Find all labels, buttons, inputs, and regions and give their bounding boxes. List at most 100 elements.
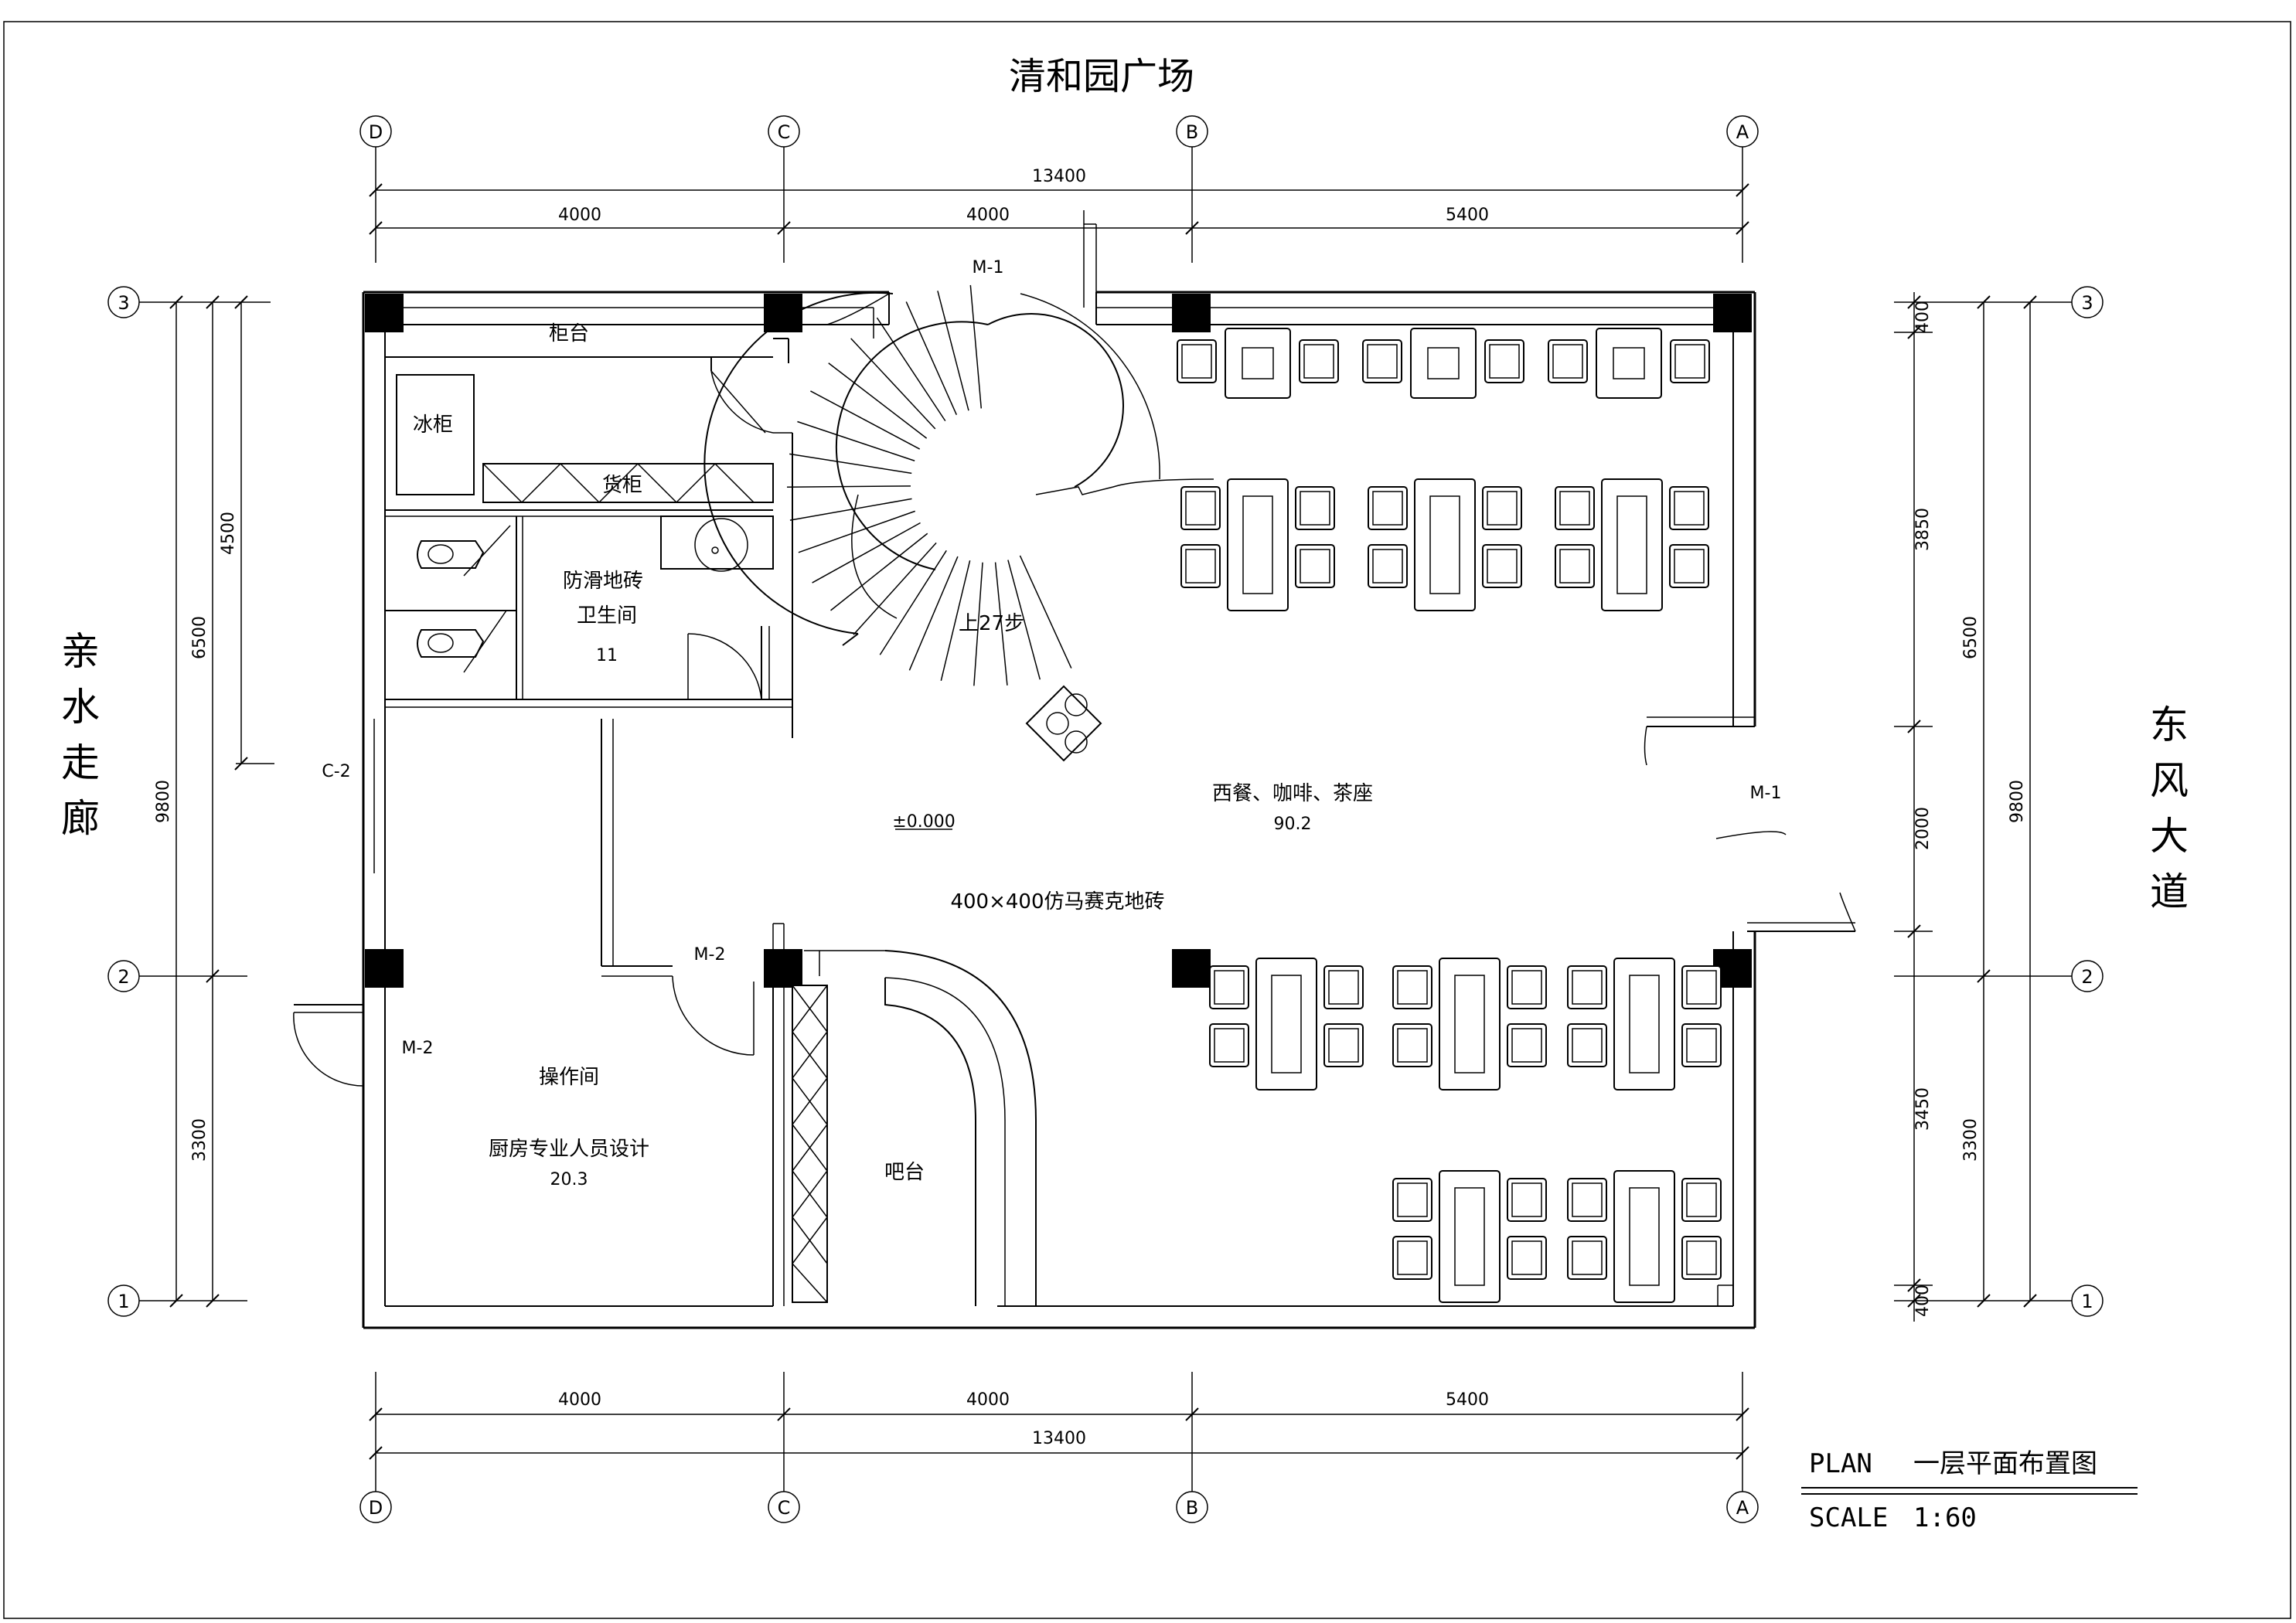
chair (1669, 544, 1709, 588)
long-table-inset (1454, 1187, 1485, 1286)
chair (1681, 1178, 1722, 1222)
chair-seat (1300, 491, 1330, 526)
axis-c-bottom: C (778, 1497, 791, 1519)
chair (1323, 1023, 1364, 1067)
wc-name-label: 卫生间 (577, 604, 637, 628)
chair (1180, 544, 1221, 588)
stair-tread (789, 498, 912, 521)
chair-seat (1559, 491, 1590, 526)
chair (1484, 339, 1524, 383)
square-table (1596, 328, 1662, 399)
chair (1392, 1178, 1432, 1222)
chair (1681, 1236, 1722, 1280)
long-table-inset (1629, 975, 1660, 1073)
dim-right-2000: 2000 (1913, 807, 1933, 850)
dining-name-label: 西餐、咖啡、茶座 (1212, 782, 1373, 805)
chair (1392, 1023, 1432, 1067)
chair (1482, 486, 1522, 530)
stair-tread (1019, 555, 1072, 669)
street-char: 道 (2150, 869, 2189, 914)
street-char: 东 (2150, 703, 2189, 747)
walls (294, 210, 1855, 1329)
top-street-label: 清和园广场 (1009, 55, 1194, 98)
dim-right-3300: 3300 (1961, 1118, 1981, 1162)
level-label: ±0.000 (892, 812, 955, 832)
chair (1567, 1236, 1607, 1280)
stair-tread (850, 338, 936, 430)
long-table (1227, 478, 1289, 611)
chair-seat (1181, 344, 1212, 379)
chair-seat (1511, 1028, 1542, 1063)
axis-b-top: B (1186, 121, 1198, 143)
chair (1507, 1023, 1547, 1067)
axis-bubbles-left: 3 2 1 (107, 286, 271, 1317)
title-plan-label: PLAN (1809, 1448, 1872, 1479)
chair (1323, 965, 1364, 1009)
chair (1295, 544, 1335, 588)
stair-tread (1007, 560, 1041, 680)
street-char: 廊 (61, 796, 100, 841)
chair-seat (1397, 970, 1428, 1005)
square-table (1410, 328, 1477, 399)
stair-tread (905, 301, 958, 415)
chair (1180, 486, 1221, 530)
chair-seat (1397, 1240, 1428, 1275)
dim-left-4500: 4500 (219, 512, 238, 555)
axis-3-left: 3 (118, 292, 129, 314)
long-table-inset (1242, 495, 1273, 594)
chair (1295, 486, 1335, 530)
door-m1-right-label: M-1 (1750, 784, 1782, 803)
axis-bubbles-top: D C B A (359, 115, 1759, 263)
square-table-inset (1613, 347, 1645, 379)
chair (1368, 544, 1408, 588)
window-c2-label: C-2 (322, 762, 350, 781)
square-table-inset (1242, 347, 1274, 379)
axis-bubbles-bottom: D C B A (359, 1372, 1759, 1523)
chair (1482, 544, 1522, 588)
chair-seat (1572, 1182, 1603, 1217)
chair-seat (1674, 344, 1705, 379)
axis-bubbles-right: 3 2 1 (1894, 286, 2104, 1317)
spiral-stair (703, 284, 1214, 686)
chair-seat (1372, 549, 1403, 584)
chair (1555, 544, 1595, 588)
dim-right-3850: 3850 (1913, 508, 1933, 551)
axis-a-top: A (1736, 121, 1749, 143)
bar-label: 吧台 (884, 1161, 925, 1184)
chair (1681, 1023, 1722, 1067)
dim-right-9800: 9800 (2008, 780, 2027, 823)
axis-3-right: 3 (2081, 292, 2093, 314)
chair (1392, 965, 1432, 1009)
dim-left-6500: 6500 (190, 616, 210, 659)
chair (1681, 965, 1722, 1009)
dining-furniture (1177, 328, 1722, 1303)
axis-b-bottom: B (1186, 1497, 1198, 1519)
chair (1670, 339, 1710, 383)
chair (1555, 486, 1595, 530)
chair-seat (1559, 549, 1590, 584)
chair (1362, 339, 1402, 383)
long-table (1255, 958, 1317, 1091)
street-char: 走 (61, 740, 100, 785)
axis-c-top: C (778, 121, 791, 143)
chair (1177, 339, 1217, 383)
stair-tread (879, 550, 947, 655)
chair-seat (1489, 344, 1520, 379)
chair (1507, 1178, 1547, 1222)
square-table (1225, 328, 1291, 399)
axis-1-right: 1 (2081, 1291, 2093, 1312)
chair-seat (1572, 1028, 1603, 1063)
kitchen-area-label: 20.3 (550, 1170, 588, 1189)
scale-value: 1:60 (1913, 1502, 1977, 1533)
chair (1669, 486, 1709, 530)
chair-seat (1487, 491, 1518, 526)
axis-2-right: 2 (2081, 966, 2093, 988)
door-m2-kitchen-label: M-2 (694, 945, 726, 965)
fridge-label: 冰柜 (413, 413, 453, 437)
left-street-label: 亲水走廊 (61, 629, 100, 841)
scale-label: SCALE (1809, 1502, 1888, 1533)
chair (1567, 1178, 1607, 1222)
chair-seat (1328, 1028, 1359, 1063)
long-table-inset (1616, 495, 1647, 594)
dim-bottom-b: 4000 (966, 1390, 1010, 1410)
